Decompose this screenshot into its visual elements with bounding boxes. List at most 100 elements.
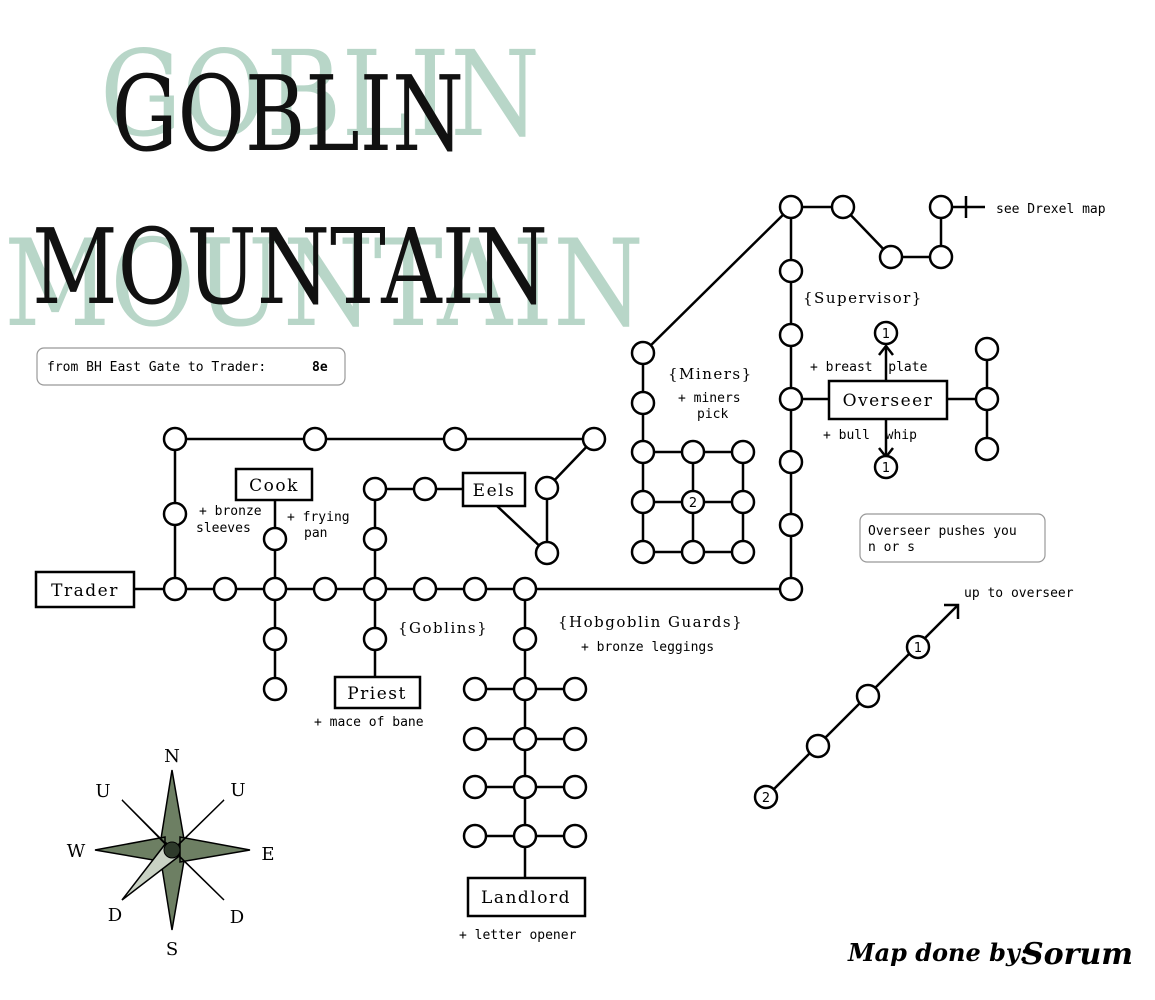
room-number-two: 2	[762, 791, 770, 806]
room	[562, 823, 588, 849]
directions-box: from BH East Gate to Trader: 8e	[36, 347, 346, 386]
room	[562, 726, 588, 752]
numbered-rooms: 2 1 1 1 2	[680, 320, 931, 810]
overseer-label: Overseer	[843, 391, 934, 411]
room	[462, 823, 488, 849]
room	[512, 626, 538, 652]
item-bull-whip: + bull whip	[823, 428, 917, 443]
room	[262, 526, 288, 552]
compass-down-right: D	[230, 907, 244, 928]
title-shadow-line1: GOBLIN	[100, 25, 540, 163]
room	[362, 626, 388, 652]
compass-up-left: U	[95, 781, 110, 802]
room	[778, 258, 804, 284]
exit-note: see Drexel map	[996, 202, 1106, 217]
room	[730, 439, 756, 465]
room	[581, 426, 607, 452]
title-shadow-line2: MOUNTAIN	[4, 215, 644, 354]
item-bronze-sleeves-1: + bronze	[199, 504, 262, 519]
map-credit: Map done by: Sorum	[847, 937, 1133, 972]
room	[512, 823, 538, 849]
compass-east: E	[261, 844, 274, 865]
room	[412, 476, 438, 502]
area-goblins: {Goblins}	[398, 619, 488, 637]
map-title: GOBLIN MOUNTAIN GOBLIN MOUNTAIN	[4, 25, 644, 354]
overseer-box	[827, 379, 949, 421]
room	[462, 576, 488, 602]
area-hobgoblin-guards: {Hobgoblin Guards}	[558, 613, 743, 631]
room	[630, 539, 656, 565]
room	[778, 194, 804, 220]
compass-up-right: U	[230, 780, 245, 801]
item-frying-pan-1: + frying	[287, 510, 350, 525]
room	[830, 194, 856, 220]
title-line1: GOBLIN	[112, 53, 464, 175]
room	[778, 576, 804, 602]
room	[362, 526, 388, 552]
landlord-label: Landlord	[481, 888, 571, 908]
title-line2: MOUNTAIN	[32, 206, 548, 328]
trader-box	[34, 570, 136, 609]
room	[162, 501, 188, 527]
room	[512, 576, 538, 602]
room	[630, 439, 656, 465]
room	[462, 676, 488, 702]
compass-north: N	[164, 746, 180, 767]
cook-box	[234, 467, 314, 502]
room	[630, 340, 656, 366]
credit-label: Map done by:	[847, 938, 1029, 967]
room	[778, 512, 804, 538]
room	[512, 676, 538, 702]
room	[442, 426, 468, 452]
room	[312, 576, 338, 602]
item-letter-opener: + letter opener	[459, 928, 577, 943]
credit-author: Sorum	[1022, 937, 1133, 972]
room	[262, 676, 288, 702]
map-rooms	[162, 194, 1000, 849]
item-bronze-sleeves-2: sleeves	[196, 521, 251, 536]
room-number-one: 1	[882, 327, 890, 342]
room	[778, 322, 804, 348]
room	[162, 426, 188, 452]
eels-label: Eels	[473, 481, 516, 501]
landlord-box	[466, 876, 587, 918]
room	[534, 540, 560, 566]
room	[462, 774, 488, 800]
room-number-one: 1	[882, 461, 890, 476]
compass-west: W	[67, 841, 86, 862]
eels-box	[461, 471, 527, 508]
trader-label: Trader	[51, 581, 119, 601]
room	[630, 390, 656, 416]
item-frying-pan-2: pan	[304, 526, 327, 541]
priest-box	[333, 675, 422, 710]
item-mace-of-bane: + mace of bane	[314, 715, 424, 730]
npc-labels: Trader Cook Eels Priest Overseer Landlor…	[34, 379, 949, 918]
room	[974, 336, 1000, 362]
room	[630, 489, 656, 515]
item-miners-pick-1: + miners	[678, 391, 741, 406]
room	[974, 386, 1000, 412]
directions-label: from BH East Gate to Trader:	[47, 360, 266, 375]
room	[855, 683, 881, 709]
room	[805, 733, 831, 759]
room	[212, 576, 238, 602]
room	[302, 426, 328, 452]
overseer-note-line1: Overseer pushes you	[868, 524, 1017, 539]
compass-south: S	[166, 939, 178, 960]
room	[512, 726, 538, 752]
room	[262, 576, 288, 602]
room	[362, 476, 388, 502]
room	[878, 244, 904, 270]
room	[928, 194, 954, 220]
item-breast-plate: + breast plate	[810, 360, 928, 375]
room	[512, 774, 538, 800]
map-notes: see Drexel map Overseer pushes you n or …	[859, 202, 1106, 601]
room	[974, 436, 1000, 462]
room	[928, 244, 954, 270]
overseer-note-line2: n or s	[868, 540, 915, 555]
item-miners-pick-2: pick	[697, 407, 728, 422]
area-supervisor: {Supervisor}	[803, 289, 923, 307]
room	[680, 539, 706, 565]
item-bronze-leggings: + bronze leggings	[581, 640, 714, 655]
